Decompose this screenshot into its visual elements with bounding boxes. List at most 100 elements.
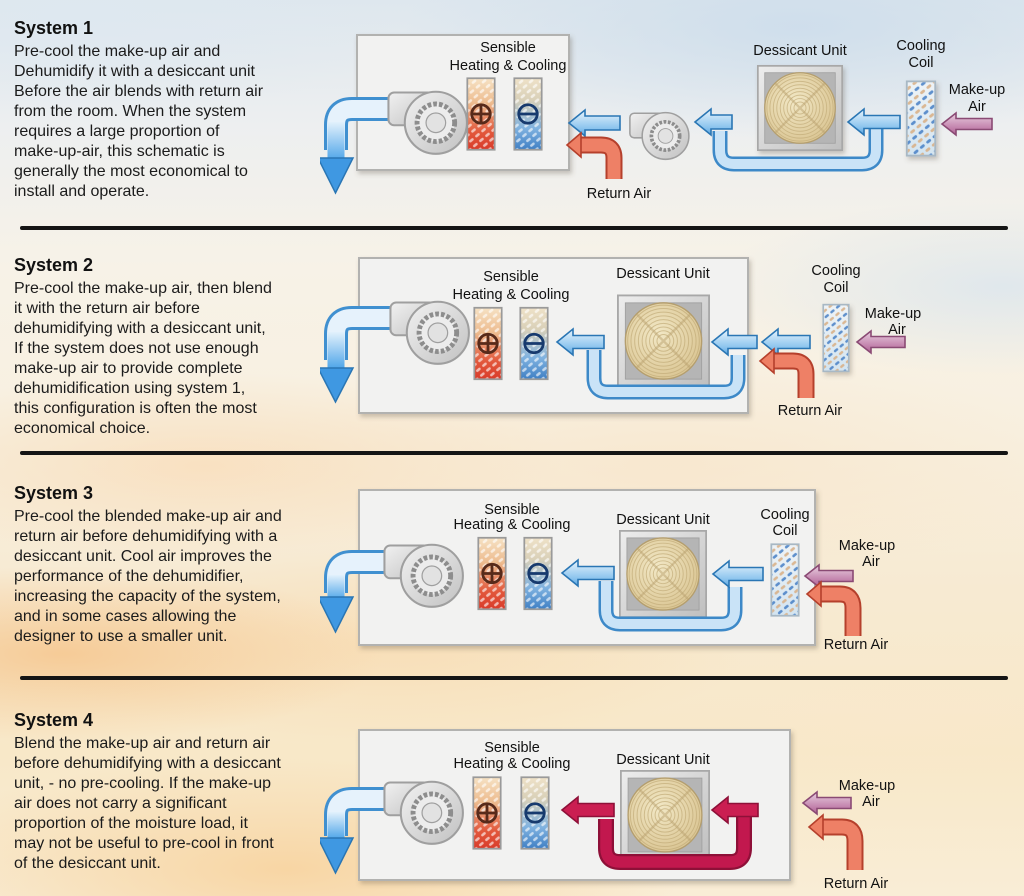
cooling-coil-label-line1: Cooling (760, 507, 809, 523)
system-3-text-block: System 3 Pre-cool the blended make-up ai… (14, 453, 320, 647)
system-4-diagram: Sensible Heating & Cooling Dessicant Uni… (320, 729, 895, 892)
section-divider-3 (20, 676, 1008, 680)
cooling-coil-icon (520, 775, 550, 851)
system-1-diagram: Sensible Heating & Cooling Return Air De… (320, 34, 1005, 202)
cooling-coil-label-line2: Coil (824, 280, 849, 296)
sensible-label-line1: Sensible (484, 502, 540, 518)
system-4-description: Blend the make-up air and return air bef… (14, 735, 281, 872)
supply-air-shaft (327, 812, 345, 840)
makeup-air-arrow (855, 329, 906, 355)
system-2-title: System 2 (14, 255, 94, 275)
system-2-diagram: Sensible Heating & Cooling Dessicant Uni… (320, 257, 921, 419)
makeup-air-label-line1: Make-up (839, 538, 895, 554)
section-system-3: System 3 Pre-cool the blended make-up ai… (0, 453, 1024, 678)
system-3-description: Pre-cool the blended make-up air and ret… (14, 508, 282, 645)
cooling-coil-icon (519, 306, 549, 381)
return-air-arrow (565, 131, 623, 179)
process-air-duct (712, 128, 884, 172)
supply-air-arrow (320, 837, 355, 875)
makeup-air-label-line2: Air (862, 554, 880, 570)
booster-fan-icon (628, 110, 691, 162)
return-air-arrow (807, 813, 864, 870)
cooling-coil-label-line1: Cooling (896, 38, 945, 54)
sensible-label-line2: Heating & Cooling (454, 756, 571, 772)
system-3-title: System 3 (14, 483, 94, 503)
section-system-2: System 2 Pre-cool the make-up air, then … (0, 228, 1024, 453)
desiccant-wheel-icon (756, 65, 844, 151)
return-air-label: Return Air (587, 186, 652, 202)
supply-air-duct (320, 97, 420, 195)
blended-air-arrow (567, 108, 621, 138)
dry-air-arrow (560, 558, 615, 588)
cooling-coil-icon (523, 536, 553, 611)
sensible-label-line1: Sensible (484, 740, 540, 756)
sensible-label-line2: Heating & Cooling (450, 58, 567, 74)
makeup-air-label-line2: Air (862, 794, 880, 810)
return-air-label: Return Air (824, 637, 889, 653)
dry-air-arrow (555, 327, 605, 357)
supply-air-shaft (327, 332, 345, 370)
precooled-air-arrow (760, 327, 811, 357)
makeup-air-label-line2: Air (888, 322, 906, 338)
sensible-label-line2: Heating & Cooling (453, 287, 570, 303)
desiccant-wheel-icon (617, 294, 710, 388)
makeup-air-label-line1: Make-up (949, 82, 1005, 98)
supply-air-duct (320, 787, 416, 875)
dessicant-unit-label: Dessicant Unit (753, 43, 846, 59)
supply-air-arrow (320, 157, 355, 195)
supply-air-arrow (320, 596, 355, 634)
sensible-label-line1: Sensible (480, 40, 536, 56)
system-4-text-block: System 4 Blend the make-up air and retur… (14, 678, 320, 874)
section-divider-1 (20, 226, 1008, 230)
supply-air-shaft (327, 122, 345, 162)
dessicant-unit-label: Dessicant Unit (616, 512, 709, 528)
makeup-air-label-line1: Make-up (865, 306, 921, 322)
blended-air-arrow (710, 795, 759, 825)
dry-air-arrow (693, 107, 733, 137)
dry-air-arrow (560, 795, 615, 825)
sensible-label-line1: Sensible (483, 269, 539, 285)
makeup-air-arrow (801, 790, 852, 816)
return-air-arrow (805, 580, 862, 636)
return-air-arrow (758, 347, 815, 398)
makeup-air-arrow (940, 111, 993, 137)
heating-coil-icon (472, 775, 502, 851)
system-4-title: System 4 (14, 710, 94, 730)
return-air-label: Return Air (778, 403, 843, 419)
section-system-4: System 4 Blend the make-up air and retur… (0, 678, 1024, 896)
system-3-diagram: Sensible Heating & Cooling Dessicant Uni… (320, 489, 895, 653)
makeup-air-label-line2: Air (968, 99, 986, 115)
system-1-description: Pre-cool the make-up air and Dehumidify … (14, 43, 264, 200)
process-air-duct (598, 581, 743, 632)
desiccant-wheel-icon (618, 530, 708, 618)
blended-air-arrow (710, 327, 758, 357)
supply-air-shaft (327, 575, 345, 601)
dessicant-unit-label: Dessicant Unit (616, 752, 709, 768)
return-air-label: Return Air (824, 876, 889, 892)
system-2-text-block: System 2 Pre-cool the make-up air, then … (14, 228, 320, 439)
precooled-air-arrow (846, 107, 901, 137)
supply-air-duct (320, 306, 420, 404)
makeup-air-label-line1: Make-up (839, 778, 895, 794)
process-air-duct (586, 350, 746, 400)
cooling-coil-label-line2: Coil (909, 55, 934, 71)
pre-cooling-coil-icon (770, 543, 800, 617)
system-1-title: System 1 (14, 18, 94, 38)
heating-coil-icon (466, 76, 496, 152)
sensible-label-line2: Heating & Cooling (454, 517, 571, 533)
section-system-1: System 1 Pre-cool the make-up air and De… (0, 0, 1024, 228)
heating-coil-icon (477, 536, 507, 611)
pre-cooling-coil-icon (905, 80, 937, 157)
section-divider-2 (20, 451, 1008, 455)
system-2-description: Pre-cool the make-up air, then blend it … (14, 280, 272, 437)
precooled-air-arrow (711, 559, 764, 589)
system-1-text-block: System 1 Pre-cool the make-up air and De… (14, 0, 320, 202)
cooling-coil-icon (513, 76, 543, 152)
cooling-coil-label-line1: Cooling (811, 263, 860, 279)
heating-coil-icon (473, 306, 503, 381)
blended-air-duct (598, 817, 752, 870)
cooling-coil-label-line2: Coil (773, 523, 798, 539)
supply-air-duct (320, 550, 416, 634)
dessicant-unit-label: Dessicant Unit (616, 266, 709, 282)
